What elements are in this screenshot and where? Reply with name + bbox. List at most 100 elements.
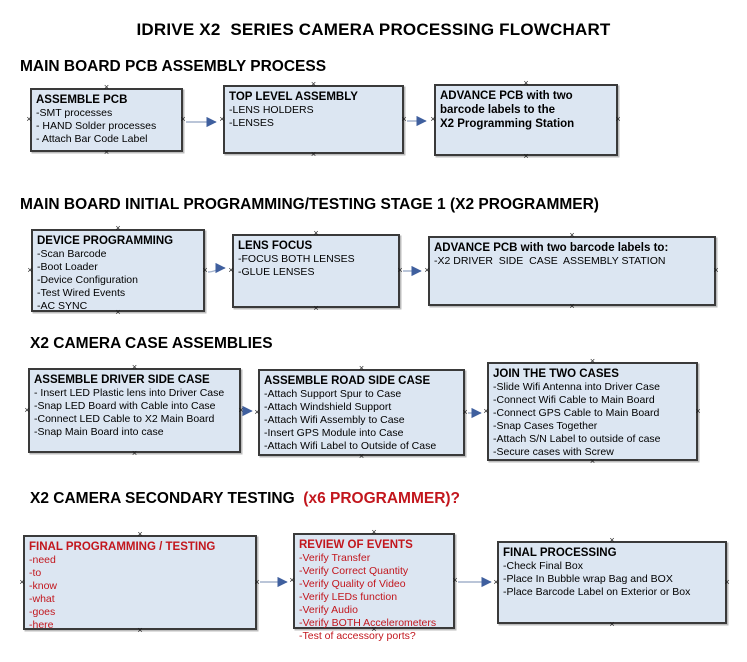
box-title: FINAL PROCESSING [503,547,617,559]
connection-handle-top-icon: × [589,356,596,366]
connection-handle-bottom-icon: × [310,149,317,159]
box-items: -Attach Support Spur to Case-Attach Wind… [264,388,459,453]
box-line: -Device Configuration [37,274,138,286]
box-line: -Snap LED Board with Cable into Case [34,400,216,412]
box-title: TOP LEVEL ASSEMBLY [229,91,358,103]
box-line: -what [29,593,55,605]
box-line: -GLUE LENSES [238,266,315,278]
box-line: -Attach Wifi Assembly to Case [264,414,405,426]
box-line: -know [29,580,58,592]
box-line: -Connect Wifi Cable to Main Board [493,394,655,406]
box-title: ADVANCE PCB with two barcode labels to: [434,242,669,254]
box-items: -FOCUS BOTH LENSES-GLUE LENSES [238,253,394,279]
box-title: REVIEW OF EVENTS [299,539,413,551]
box-items: -Check Final Box-Place In Bubble wrap Ba… [503,560,721,599]
flow-box-advance-pcb-driver-side-station[interactable]: ADVANCE PCB with two barcode labels to: … [424,231,718,311]
box-line: -Snap Cases Together [493,420,598,432]
flow-box-review-of-events[interactable]: REVIEW OF EVENTS -Verify Transfer-Verify… [289,528,457,643]
connection-handle-top-icon: × [523,78,529,88]
box-line: -Attach Wifi Label to Outside of Case [264,440,437,452]
box-title: ASSEMBLE PCB [36,94,128,106]
connection-handle-left-icon: × [19,576,25,587]
box-items: -Scan Barcode-Boot Loader-Device Configu… [37,248,199,313]
connection-handle-right-icon: × [202,264,208,275]
box-items: -need-to-know-what-goes-here [29,554,251,632]
box-line: - Attach Bar Code Label [36,133,148,145]
connection-handle-right-icon: × [254,576,260,587]
connection-handle-top-icon: × [358,363,365,373]
box-line: -Connect LED Cable to X2 Main Board [34,413,215,425]
connection-handle-left-icon: × [493,576,499,587]
flow-box-final-programming-testing[interactable]: FINAL PROGRAMMING / TESTING -need-to-kno… [19,530,259,635]
box-line: -Secure cases with Screw [493,446,614,458]
section-heading-secondary-testing: X2 CAMERA SECONDARY TESTING (x6 PROGRAMM… [30,490,460,508]
connection-handle-left-icon: × [228,265,234,275]
connection-handle-left-icon: × [27,264,33,275]
box-line: -Slide Wifi Antenna into Driver Case [493,381,660,393]
box-line: -X2 DRIVER SIDE CASE ASSEMBLY STATION [434,255,666,267]
flow-arrow-device-to-lensfocus[interactable] [207,262,226,274]
section-heading-pcb-assembly: MAIN BOARD PCB ASSEMBLY PROCESS [20,58,327,75]
box-line: -Verify Transfer [299,552,371,564]
connection-handle-bottom-icon: × [358,451,365,461]
flow-box-join-the-two-cases[interactable]: JOIN THE TWO CASES -Slide Wifi Antenna i… [483,357,700,466]
box-line: -Verify Quality of Video [299,578,406,590]
connection-handle-right-icon: × [615,114,621,124]
box-line: -AC SYNC [37,300,88,312]
section-heading-initial-programming: MAIN BOARD INITIAL PROGRAMMING/TESTING S… [20,196,599,213]
box-line: -Verify Correct Quantity [299,565,409,577]
box-line: -Snap Main Board into case [34,426,164,438]
connection-handle-top-icon: × [137,529,143,539]
box-title: LENS FOCUS [238,240,313,252]
section-heading-programmer-question: (x6 PROGRAMMER)? [294,490,461,507]
box-line: -LENSES [229,117,274,129]
connection-handle-top-icon: × [115,223,121,233]
box-line: -Test of accessory ports? [299,630,416,642]
connection-handle-bottom-icon: × [131,448,138,458]
box-line: -here [29,619,54,631]
connection-handle-right-icon: × [695,405,701,416]
connection-handle-top-icon: × [310,79,317,89]
connection-handle-bottom-icon: × [313,303,319,313]
box-line: -FOCUS BOTH LENSES [238,253,355,265]
box-line: -Attach Support Spur to Case [264,388,402,400]
connection-handle-top-icon: × [131,362,138,372]
box-line: -Connect GPS Cable to Main Board [493,407,660,419]
box-line: -Test Wired Events [37,287,126,299]
box-title: DEVICE PROGRAMMING [37,235,174,247]
box-items: -SMT processes- HAND Solder processes- A… [36,107,177,146]
flow-box-top-level-assembly[interactable]: TOP LEVEL ASSEMBLY -LENS HOLDERS-LENSES … [219,80,406,159]
box-line: - HAND Solder processes [36,120,157,132]
connection-handle-top-icon: × [313,228,319,238]
flow-box-assemble-driver-side-case[interactable]: ASSEMBLE DRIVER SIDE CASE - Insert LED P… [24,363,243,458]
box-title: ASSEMBLE ROAD SIDE CASE [264,375,431,387]
box-title: ADVANCE PCB with two barcode labels to t… [440,90,575,130]
connection-handle-left-icon: × [254,406,260,417]
flow-box-final-processing[interactable]: FINAL PROCESSING -Check Final Box-Place … [493,536,729,629]
box-line: -Verify LEDs function [299,591,398,603]
section-heading-secondary-testing-label: X2 CAMERA SECONDARY TESTING [30,490,295,507]
connection-handle-left-icon: × [483,405,489,416]
connection-handle-top-icon: × [569,230,575,240]
box-line: -LENS HOLDERS [229,104,314,116]
connection-handle-left-icon: × [424,265,430,275]
flow-box-assemble-pcb[interactable]: ASSEMBLE PCB -SMT processes- HAND Solder… [26,83,185,157]
box-title: FINAL PROGRAMMING / TESTING [29,541,216,553]
section-heading-case-assemblies: X2 CAMERA CASE ASSEMBLIES [30,335,273,352]
connection-handle-left-icon: × [430,114,436,124]
box-line: - Insert LED Plastic lens into Driver Ca… [34,387,225,399]
flow-box-assemble-road-side-case[interactable]: ASSEMBLE ROAD SIDE CASE -Attach Support … [254,364,467,461]
box-line: -Place Barcode Label on Exterior or Box [503,586,691,598]
box-line: -Insert GPS Module into Case [264,427,404,439]
box-line: -SMT processes [36,107,113,119]
flow-box-advance-pcb-programming-station[interactable]: ADVANCE PCB with two barcode labels to t… [430,79,620,161]
box-line: -Verify Audio [299,604,358,616]
connection-handle-bottom-icon: × [103,147,110,157]
connection-handle-left-icon: × [289,575,295,585]
connection-handle-bottom-icon: × [609,619,615,629]
flow-box-lens-focus[interactable]: LENS FOCUS -FOCUS BOTH LENSES-GLUE LENSE… [228,229,402,313]
box-line: -to [29,567,42,579]
flow-box-device-programming[interactable]: DEVICE PROGRAMMING -Scan Barcode-Boot Lo… [27,224,207,317]
connection-handle-left-icon: × [26,114,32,124]
